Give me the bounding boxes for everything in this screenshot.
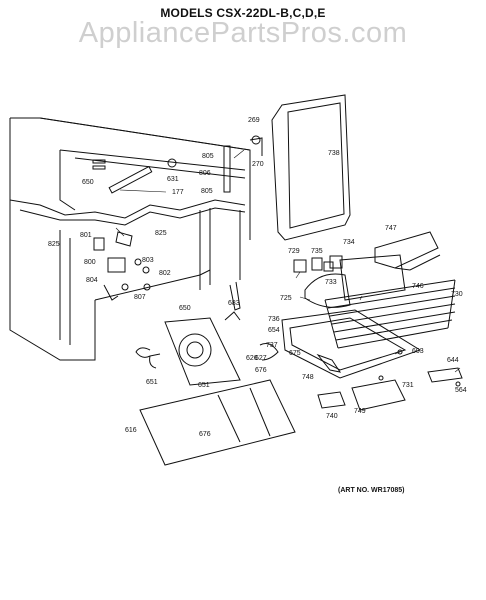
fan-motor-assembly [135,311,279,386]
label-683: 683 [228,300,240,307]
label-270: 270 [252,161,264,168]
label-730: 730 [451,291,463,298]
label-800: 800 [84,259,96,266]
part-labels: 269 738 805 270 806 805 650 631 177 825 … [48,117,467,438]
label-729: 729 [288,248,300,255]
mounting-brackets [317,349,463,411]
label-735: 735 [311,248,323,255]
label-734: 734 [343,239,355,246]
compressor [304,254,406,308]
label-733: 733 [325,279,337,286]
label-749: 749 [354,408,366,415]
label-801: 801 [80,232,92,239]
label-564: 564 [455,387,467,394]
label-802: 802 [159,270,171,277]
label-748: 748 [302,374,314,381]
label-805a: 805 [202,153,214,160]
small-parts [293,255,343,273]
label-269: 269 [248,117,260,124]
label-737: 737 [266,342,278,349]
label-825b: 825 [155,230,167,237]
control-parts [93,135,263,301]
page-title: MODELS CSX-22DL-B,C,D,E [160,6,326,20]
label-805b: 805 [201,188,213,195]
label-626: 626 [246,355,258,362]
label-644: 644 [447,357,459,364]
label-675: 675 [289,350,301,357]
label-825a: 825 [48,241,60,248]
label-603: 603 [412,348,424,355]
label-650a: 650 [82,179,94,186]
shroud-738 [271,94,351,241]
watermark: AppliancePartsPros.com [78,17,408,49]
label-806: 806 [199,170,211,177]
leader-lines [115,149,461,373]
label-631: 631 [167,176,179,183]
back-panel-616 [139,379,296,466]
label-736: 736 [268,316,280,323]
label-627: 627 [255,355,267,362]
art-number: (ART NO. WR17085) [338,487,405,494]
label-650b: 650 [179,305,191,312]
label-654: 654 [268,327,280,334]
label-651a: 651 [146,379,158,386]
label-731: 731 [402,382,414,389]
label-676b: 676 [199,431,211,438]
condenser-coil [324,279,456,349]
label-804: 804 [86,277,98,284]
label-747: 747 [385,225,397,232]
base-pan [281,309,422,379]
label-746: 746 [412,283,424,290]
label-740: 740 [326,413,338,420]
label-676a: 676 [255,367,267,374]
label-177: 177 [172,189,184,196]
cabinet [9,117,251,361]
bracket-747 [374,231,441,271]
label-738: 738 [328,150,340,157]
label-803: 803 [142,257,154,264]
label-651b: 651 [198,382,210,389]
label-725: 725 [280,295,292,302]
label-807: 807 [134,294,146,301]
label-616: 616 [125,427,137,434]
